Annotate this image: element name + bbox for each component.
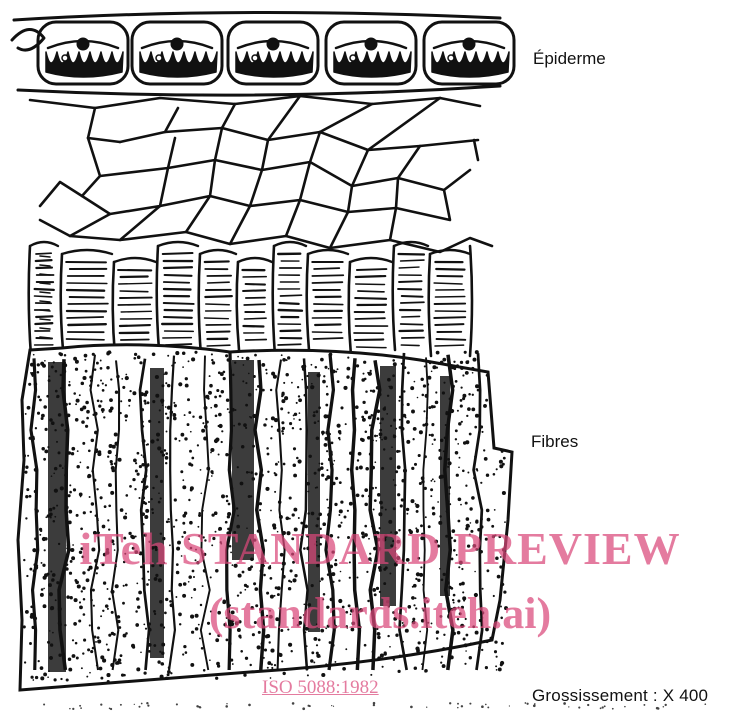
watermark-line-1: iTeh STANDARD PREVIEW [40,522,720,575]
parenchyma-layer [30,96,492,252]
label-magnification: Grossissement : X 400 [532,686,708,706]
label-fibres: Fibres [531,432,578,452]
striated-layer [29,242,472,356]
label-epiderme: Épiderme [533,49,606,69]
epidermis-layer [12,12,514,95]
watermark-line-2: (standards.iteh.ai) [40,588,720,639]
watermark-line-3: ISO 5088:1982 [262,677,379,699]
